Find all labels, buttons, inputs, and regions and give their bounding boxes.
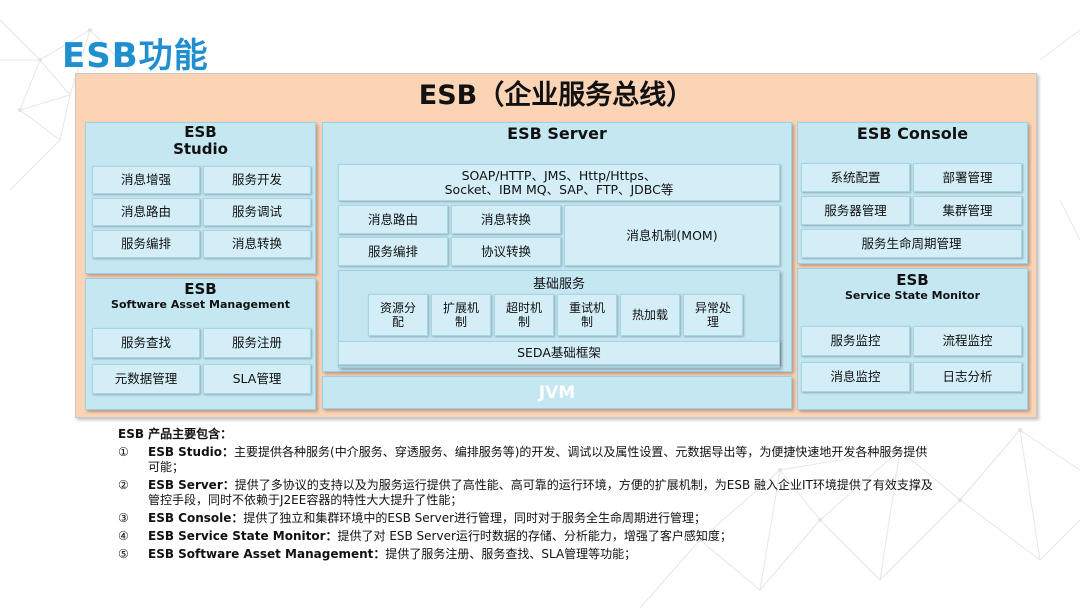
seda-box: SEDA基础框架 <box>338 341 780 365</box>
note-item: ③ ESB Console：提供了独立和集群环境中的ESB Server进行管理… <box>118 511 938 526</box>
server-title: ESB Server <box>507 124 607 143</box>
esb-header: ESB（企业服务总线） <box>418 80 694 111</box>
jvm-bar: JVM <box>322 376 792 409</box>
note-number: ⑤ <box>118 547 129 561</box>
sam-cell: 服务注册 <box>203 328 311 358</box>
note-bold: ESB Console： <box>148 511 244 525</box>
base-service-cell: 重试机制 <box>557 294 617 336</box>
note-text: 主要提供各种服务(中介服务、穿透服务、编排服务等)的开发、调试以及属性设置、元数… <box>148 445 928 474</box>
monitor-cell: 消息监控 <box>801 362 910 392</box>
sam-cell: 服务查找 <box>92 328 200 358</box>
studio-title-line2: Studio <box>173 140 228 158</box>
studio-cell: 消息路由 <box>92 198 200 226</box>
note-text: 提供了服务注册、服务查找、SLA管理等功能； <box>385 547 637 561</box>
protocols-line1: SOAP/HTTP、JMS、Http/Https、 <box>461 167 657 183</box>
server-cell: 协议转换 <box>451 237 561 266</box>
note-number: ② <box>118 478 129 492</box>
protocols-box: SOAP/HTTP、JMS、Http/Https、 Socket、IBM MQ、… <box>338 164 780 201</box>
studio-cell: 服务编排 <box>92 230 200 258</box>
sam-title-line1: ESB <box>184 280 217 298</box>
note-item: ⑤ ESB Software Asset Management：提供了服务注册、… <box>118 547 938 562</box>
note-number: ③ <box>118 511 129 525</box>
mom-box: 消息机制(MOM) <box>564 205 780 266</box>
console-title: ESB Console <box>856 124 969 143</box>
note-text: 提供了对 ESB Server运行时数据的存储、分析能力，增强了客户感知度； <box>337 529 732 543</box>
sam-title-line2: Software Asset Management <box>111 298 290 311</box>
monitor-cell: 流程监控 <box>913 326 1022 356</box>
notes-section: ESB 产品主要包含： ① ESB Studio：主要提供各种服务(中介服务、穿… <box>118 427 938 565</box>
monitor-cell: 日志分析 <box>913 362 1022 392</box>
monitor-title-line2: Service State Monitor <box>844 289 981 302</box>
note-item: ④ ESB Service State Monitor：提供了对 ESB Ser… <box>118 529 938 544</box>
note-bold: ESB Studio： <box>148 445 235 459</box>
note-text: 提供了独立和集群环境中的ESB Server进行管理，同时对于服务全生命周期进行… <box>243 511 707 525</box>
base-service-cell: 资源分配 <box>368 294 428 336</box>
console-cell: 系统配置 <box>801 163 910 192</box>
console-cell: 服务器管理 <box>801 196 910 225</box>
note-item: ① ESB Studio：主要提供各种服务(中介服务、穿透服务、编排服务等)的开… <box>118 445 938 475</box>
note-bold: ESB Service State Monitor： <box>148 529 338 543</box>
page-title: ESB功能 <box>62 36 209 76</box>
note-number: ① <box>118 445 129 459</box>
lifecycle-box: 服务生命周期管理 <box>801 229 1022 258</box>
server-cell: 消息路由 <box>338 205 448 234</box>
sam-cell: 元数据管理 <box>92 364 200 394</box>
studio-cell: 消息转换 <box>203 230 311 258</box>
sam-cell: SLA管理 <box>203 364 311 394</box>
server-cell: 服务编排 <box>338 237 448 266</box>
base-services-title: 基础服务 <box>532 277 585 292</box>
server-cell: 消息转换 <box>451 205 561 234</box>
note-bold: ESB Software Asset Management： <box>148 547 386 561</box>
note-text: 提供了多协议的支持以及为服务运行提供了高性能、高可靠的运行环境，方便的扩展机制，… <box>148 478 933 507</box>
console-cell: 集群管理 <box>913 196 1022 225</box>
studio-title-line1: ESB <box>184 123 217 141</box>
console-cell: 部署管理 <box>913 163 1022 192</box>
base-service-cell: 热加载 <box>620 294 680 336</box>
monitor-title-line1: ESB <box>896 271 929 289</box>
base-service-cell: 扩展机制 <box>431 294 491 336</box>
base-service-cell: 异常处理 <box>683 294 743 336</box>
protocols-line2: Socket、IBM MQ、SAP、FTP、JDBC等 <box>444 181 674 197</box>
note-number: ④ <box>118 529 129 543</box>
studio-cell: 服务开发 <box>203 166 311 194</box>
studio-cell: 消息增强 <box>92 166 200 194</box>
notes-heading: ESB 产品主要包含： <box>118 427 233 441</box>
note-bold: ESB Server： <box>148 478 235 492</box>
note-item: ② ESB Server：提供了多协议的支持以及为服务运行提供了高性能、高可靠的… <box>118 478 938 508</box>
base-service-cell: 超时机制 <box>494 294 554 336</box>
monitor-cell: 服务监控 <box>801 326 910 356</box>
studio-cell: 服务调试 <box>203 198 311 226</box>
